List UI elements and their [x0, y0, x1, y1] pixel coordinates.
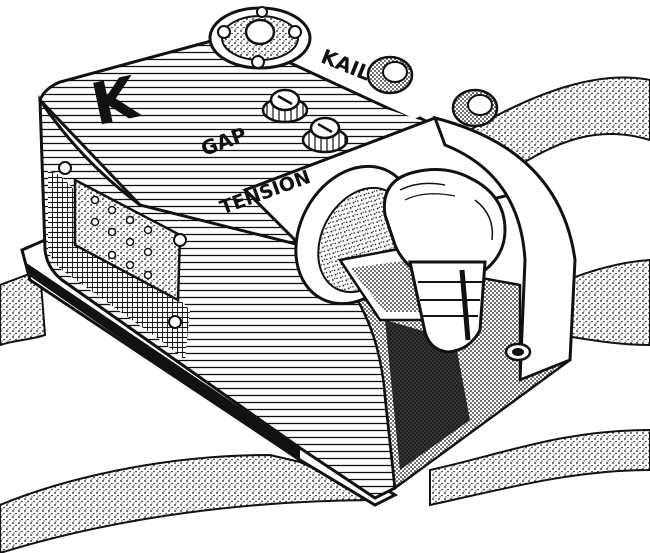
screw-icon: [251, 55, 265, 69]
tape-strap: [0, 76, 650, 553]
top-bolt-plate: [208, 6, 312, 70]
tape-bottom-right: [429, 428, 650, 507]
tape-right: [553, 258, 650, 347]
screw-icon: [217, 25, 231, 39]
screw-icon: [288, 25, 302, 39]
tape-left: [0, 268, 47, 347]
screw-icon: [256, 6, 268, 18]
screw-icon: [58, 161, 72, 175]
gap-knob[interactable]: [261, 88, 309, 124]
base-plate-edge: [25, 262, 300, 462]
screw-icon: [173, 233, 187, 247]
light-bulb: [382, 168, 507, 354]
tension-knob[interactable]: [301, 116, 349, 154]
connector-posts: [366, 55, 499, 128]
front-panel: [58, 161, 187, 329]
screw-icon: [168, 315, 182, 329]
compartment-shadow: [385, 320, 470, 470]
compartment-side-wall: [432, 115, 577, 383]
tape-upper-right: [468, 76, 650, 167]
